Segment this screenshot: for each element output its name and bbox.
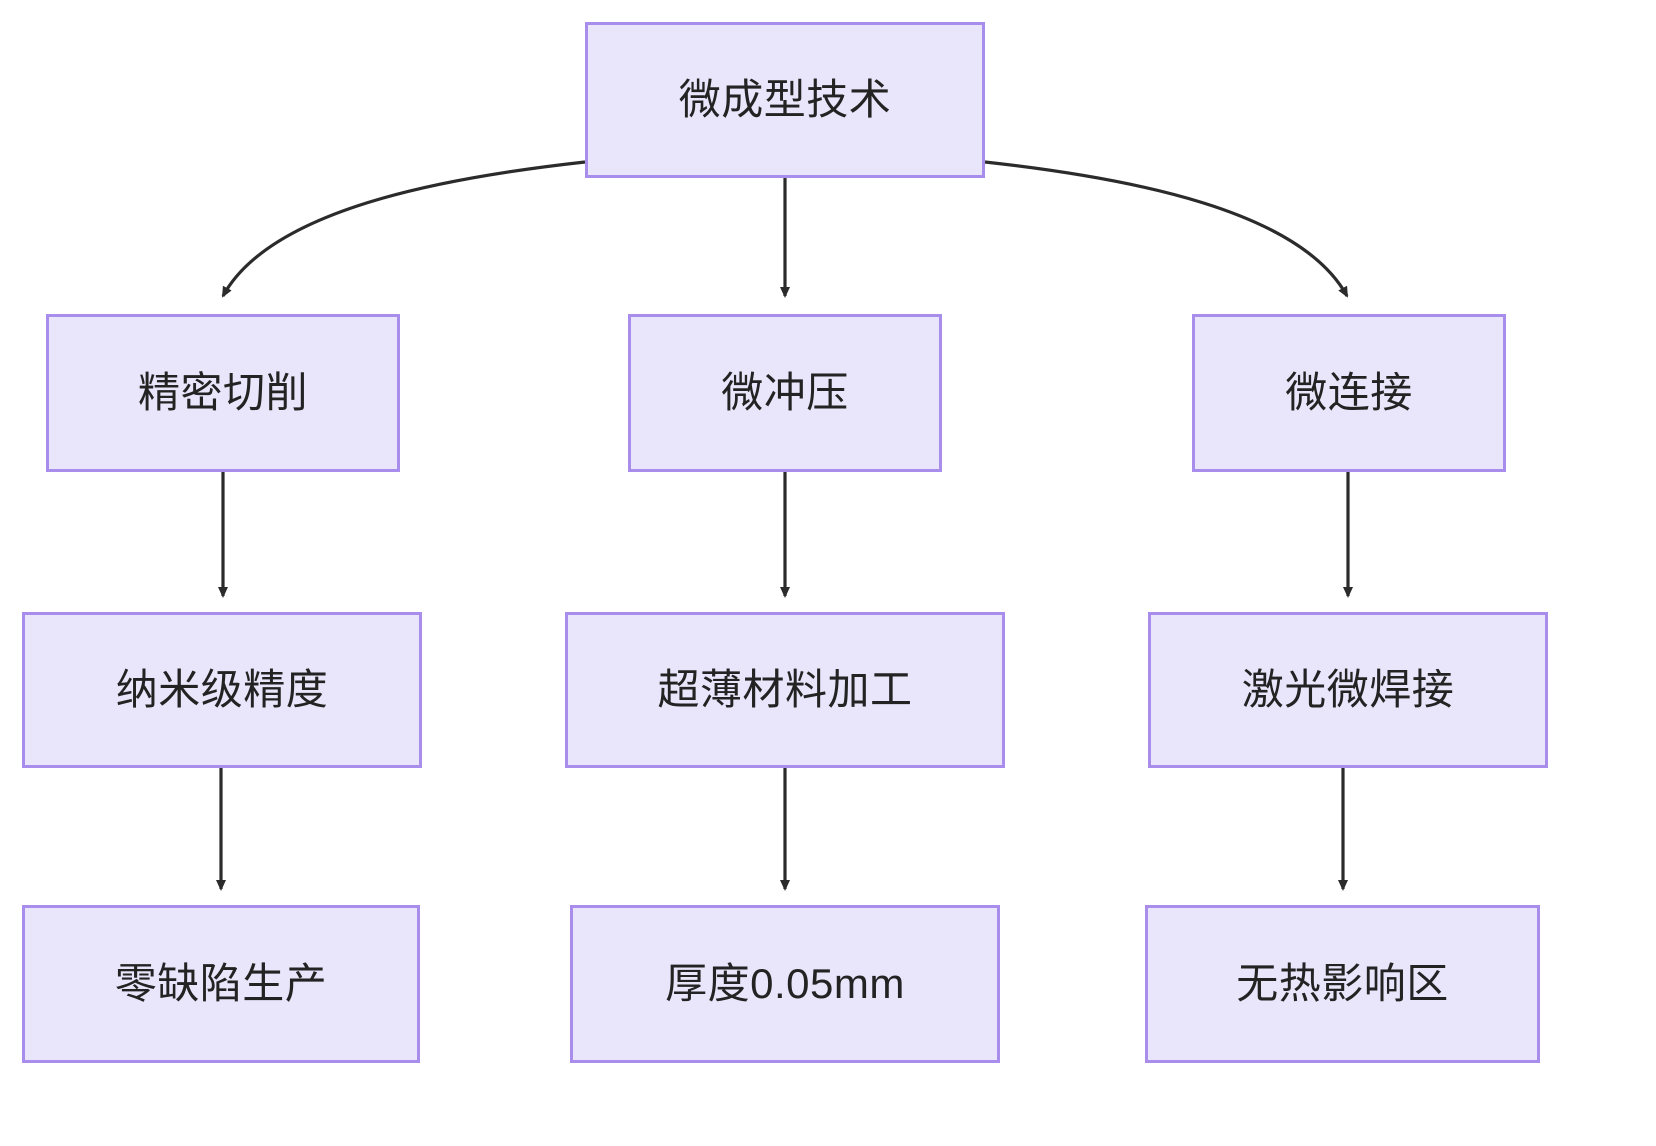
node-laser-microwelding[interactable]: 激光微焊接: [1148, 612, 1548, 768]
node-label: 微成型技术: [678, 75, 892, 123]
node-label: 精密切削: [137, 368, 308, 416]
node-micro-joining[interactable]: 微连接: [1192, 314, 1506, 472]
node-zero-defect-production[interactable]: 零缺陷生产: [22, 905, 420, 1063]
node-nanometer-precision[interactable]: 纳米级精度: [22, 612, 422, 768]
node-thickness-spec[interactable]: 厚度0.05mm: [570, 905, 1000, 1063]
node-no-heat-affected-zone[interactable]: 无热影响区: [1145, 905, 1540, 1063]
node-label: 零缺陷生产: [114, 959, 328, 1007]
node-label: 纳米级精度: [115, 665, 329, 713]
node-precision-cutting[interactable]: 精密切削: [46, 314, 400, 472]
node-micro-stamping[interactable]: 微冲压: [628, 314, 942, 472]
node-label: 微冲压: [721, 368, 849, 416]
node-label: 厚度0.05mm: [665, 959, 905, 1007]
node-label: 无热影响区: [1236, 959, 1449, 1007]
edge-root-to-micro-joining: [984, 160, 1349, 298]
node-label: 超薄材料加工: [657, 665, 913, 713]
node-micro-forming-technology[interactable]: 微成型技术: [585, 22, 985, 178]
edge-root-to-precision-cutting: [221, 160, 586, 298]
node-label: 激光微焊接: [1241, 665, 1455, 713]
node-ultrathin-material-processing[interactable]: 超薄材料加工: [565, 612, 1005, 768]
node-label: 微连接: [1285, 368, 1413, 416]
